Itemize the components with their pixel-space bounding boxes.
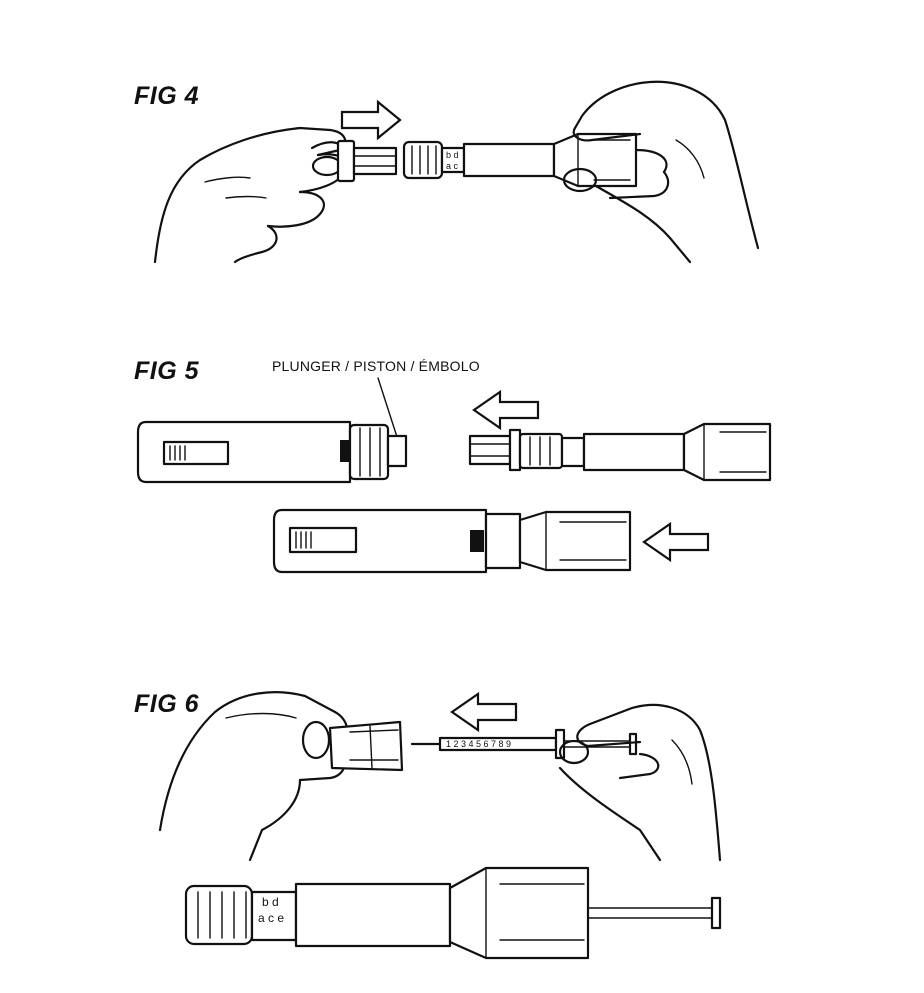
cartridge-holder-icon xyxy=(328,720,404,772)
arrow-left-icon xyxy=(450,691,518,733)
figure-6-label: FIG 6 xyxy=(134,690,200,718)
injector-pen-icon: b d a c xyxy=(402,132,638,188)
figure-6-illustration: 1 2 3 4 5 6 7 8 9 b d a c e xyxy=(158,691,722,960)
figure-5-label: FIG 5 xyxy=(134,357,200,385)
plunger-icon xyxy=(710,896,722,930)
svg-text:b d: b d xyxy=(262,895,279,909)
arrow-right-icon xyxy=(340,99,402,141)
assembled-pen-icon xyxy=(272,508,632,574)
plunger-callout-label: PLUNGER / PISTON / ÉMBOLO xyxy=(272,358,480,374)
right-hand-icon xyxy=(562,80,760,264)
svg-text:b d: b d xyxy=(446,150,459,160)
svg-text:a c e: a c e xyxy=(258,911,284,925)
callout-leader-line xyxy=(377,377,399,441)
right-hand-icon xyxy=(558,703,722,862)
figure-5-illustration xyxy=(136,377,772,574)
left-hand-icon xyxy=(158,691,349,862)
syringe-icon: 1 2 3 4 5 6 7 8 9 xyxy=(410,728,638,760)
left-hand-icon xyxy=(153,126,348,264)
cartridge-holder-icon xyxy=(468,422,772,482)
needle-cap-icon xyxy=(336,139,398,183)
figure-4-illustration: b d a c xyxy=(153,80,760,264)
figure-4-label: FIG 4 xyxy=(134,82,200,110)
svg-text:1 2 3 4 5 6 7 8 9: 1 2 3 4 5 6 7 8 9 xyxy=(446,739,511,749)
pen-body-icon xyxy=(136,420,408,484)
svg-text:a c: a c xyxy=(446,161,459,171)
arrow-left-icon xyxy=(642,521,710,563)
assembled-pen-icon: b d a c e xyxy=(184,866,722,960)
arrow-left-icon xyxy=(472,389,540,431)
plunger-icon xyxy=(386,434,408,468)
